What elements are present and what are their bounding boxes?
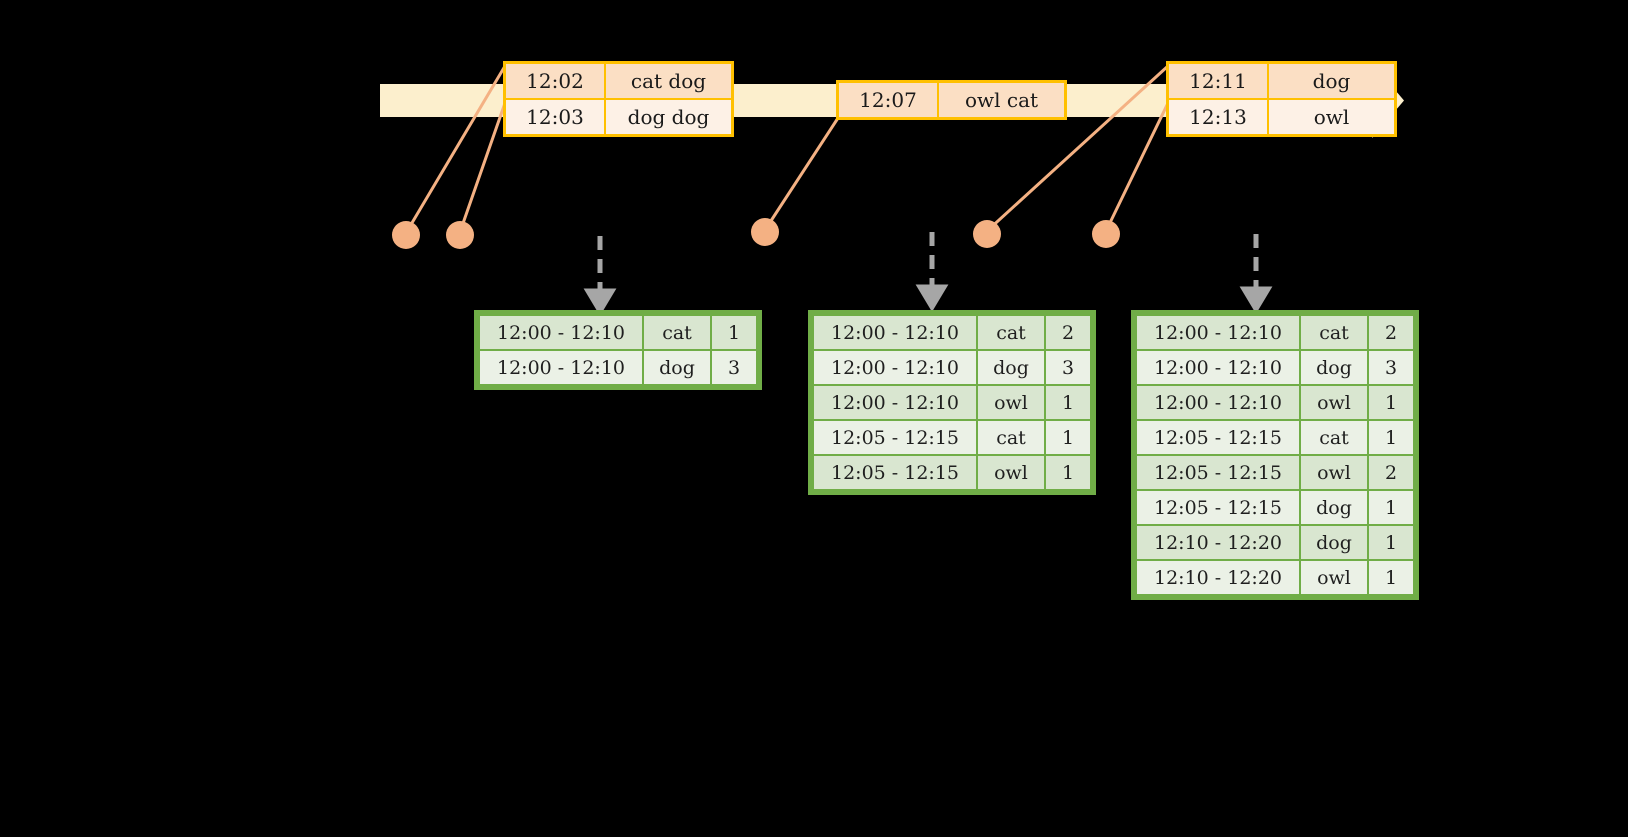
table-row[interactable]: 12:05 - 12:15 cat 1 <box>1137 421 1413 454</box>
count-cell: 3 <box>1369 351 1413 384</box>
window-range: 12:00 - 12:10 <box>1137 386 1299 419</box>
count-cell: 3 <box>1046 351 1090 384</box>
dashed-result-arrows <box>583 232 1273 316</box>
table-row[interactable]: 12:00 - 12:10 owl 1 <box>1137 386 1413 419</box>
count-cell: 1 <box>1369 386 1413 419</box>
word-cell: owl <box>1301 561 1367 594</box>
window-range: 12:00 - 12:10 <box>480 316 642 349</box>
window-range: 12:00 - 12:10 <box>814 316 976 349</box>
table-row[interactable]: 12:00 - 12:10 owl 1 <box>814 386 1090 419</box>
count-cell: 1 <box>1046 386 1090 419</box>
word-cell: cat <box>1301 316 1367 349</box>
window-range: 12:10 - 12:20 <box>1137 561 1299 594</box>
result-table-3[interactable]: 12:00 - 12:10 cat 2 12:00 - 12:10 dog 3 … <box>1131 310 1419 600</box>
word-cell: cat <box>978 421 1044 454</box>
event-words: dog <box>1267 61 1397 100</box>
table-row[interactable]: 12:10 - 12:20 owl 1 <box>1137 561 1413 594</box>
table-row[interactable]: 12:05 - 12:15 cat 1 <box>814 421 1090 454</box>
word-cell: dog <box>1301 526 1367 559</box>
event-time: 12:13 <box>1166 98 1269 137</box>
table-row[interactable]: 12:00 - 12:10 dog 3 <box>1137 351 1413 384</box>
window-range: 12:10 - 12:20 <box>1137 526 1299 559</box>
event-row[interactable]: 12:07 owl cat <box>836 80 1067 120</box>
table-row[interactable]: 12:00 - 12:10 dog 3 <box>480 351 756 384</box>
event-dot-2 <box>446 221 474 249</box>
event-dot-3 <box>751 218 779 246</box>
word-cell: cat <box>978 316 1044 349</box>
window-range: 12:05 - 12:15 <box>1137 421 1299 454</box>
event-time: 12:02 <box>503 61 606 100</box>
table-row[interactable]: 12:00 - 12:10 dog 3 <box>814 351 1090 384</box>
window-range: 12:05 - 12:15 <box>814 421 976 454</box>
event-dot-1 <box>392 221 420 249</box>
event-row[interactable]: 12:13 owl <box>1166 98 1397 137</box>
count-cell: 2 <box>1369 456 1413 489</box>
window-range: 12:00 - 12:10 <box>480 351 642 384</box>
window-range: 12:05 - 12:15 <box>814 456 976 489</box>
word-cell: owl <box>1301 386 1367 419</box>
event-dots <box>392 218 1120 249</box>
count-cell: 1 <box>1369 421 1413 454</box>
event-words: cat dog <box>604 61 734 100</box>
event-row[interactable]: 12:02 cat dog <box>503 61 734 100</box>
event-dot-5 <box>1092 220 1120 248</box>
event-words: owl cat <box>937 80 1067 120</box>
count-cell: 1 <box>712 316 756 349</box>
table-row[interactable]: 12:00 - 12:10 cat 2 <box>814 316 1090 349</box>
word-cell: dog <box>1301 351 1367 384</box>
window-range: 12:05 - 12:15 <box>1137 456 1299 489</box>
word-cell: cat <box>1301 421 1367 454</box>
window-range: 12:00 - 12:10 <box>814 386 976 419</box>
count-cell: 1 <box>1369 561 1413 594</box>
count-cell: 1 <box>1046 421 1090 454</box>
word-cell: cat <box>644 316 710 349</box>
word-cell: owl <box>978 386 1044 419</box>
table-row[interactable]: 12:05 - 12:15 owl 2 <box>1137 456 1413 489</box>
word-cell: owl <box>1301 456 1367 489</box>
window-range: 12:00 - 12:10 <box>1137 351 1299 384</box>
word-cell: dog <box>978 351 1044 384</box>
count-cell: 3 <box>712 351 756 384</box>
event-time: 12:11 <box>1166 61 1269 100</box>
table-row[interactable]: 12:00 - 12:10 cat 2 <box>1137 316 1413 349</box>
table-row[interactable]: 12:00 - 12:10 cat 1 <box>480 316 756 349</box>
count-cell: 1 <box>1369 491 1413 524</box>
result-table-1[interactable]: 12:00 - 12:10 cat 1 12:00 - 12:10 dog 3 <box>474 310 762 390</box>
word-cell: dog <box>644 351 710 384</box>
event-row[interactable]: 12:03 dog dog <box>503 98 734 137</box>
event-words: owl <box>1267 98 1397 137</box>
event-row[interactable]: 12:11 dog <box>1166 61 1397 100</box>
window-range: 12:05 - 12:15 <box>1137 491 1299 524</box>
event-box-3[interactable]: 12:11 dog 12:13 owl <box>1166 61 1397 137</box>
table-row[interactable]: 12:10 - 12:20 dog 1 <box>1137 526 1413 559</box>
table-row[interactable]: 12:05 - 12:15 owl 1 <box>814 456 1090 489</box>
count-cell: 2 <box>1369 316 1413 349</box>
window-range: 12:00 - 12:10 <box>1137 316 1299 349</box>
event-words: dog dog <box>604 98 734 137</box>
word-cell: owl <box>978 456 1044 489</box>
count-cell: 2 <box>1046 316 1090 349</box>
event-time: 12:07 <box>836 80 939 120</box>
count-cell: 1 <box>1046 456 1090 489</box>
result-table-2[interactable]: 12:00 - 12:10 cat 2 12:00 - 12:10 dog 3 … <box>808 310 1096 495</box>
event-box-2[interactable]: 12:07 owl cat <box>836 80 1067 120</box>
event-time: 12:03 <box>503 98 606 137</box>
event-box-1[interactable]: 12:02 cat dog 12:03 dog dog <box>503 61 734 137</box>
window-range: 12:00 - 12:10 <box>814 351 976 384</box>
table-row[interactable]: 12:05 - 12:15 dog 1 <box>1137 491 1413 524</box>
word-cell: dog <box>1301 491 1367 524</box>
count-cell: 1 <box>1369 526 1413 559</box>
event-dot-4 <box>973 220 1001 248</box>
